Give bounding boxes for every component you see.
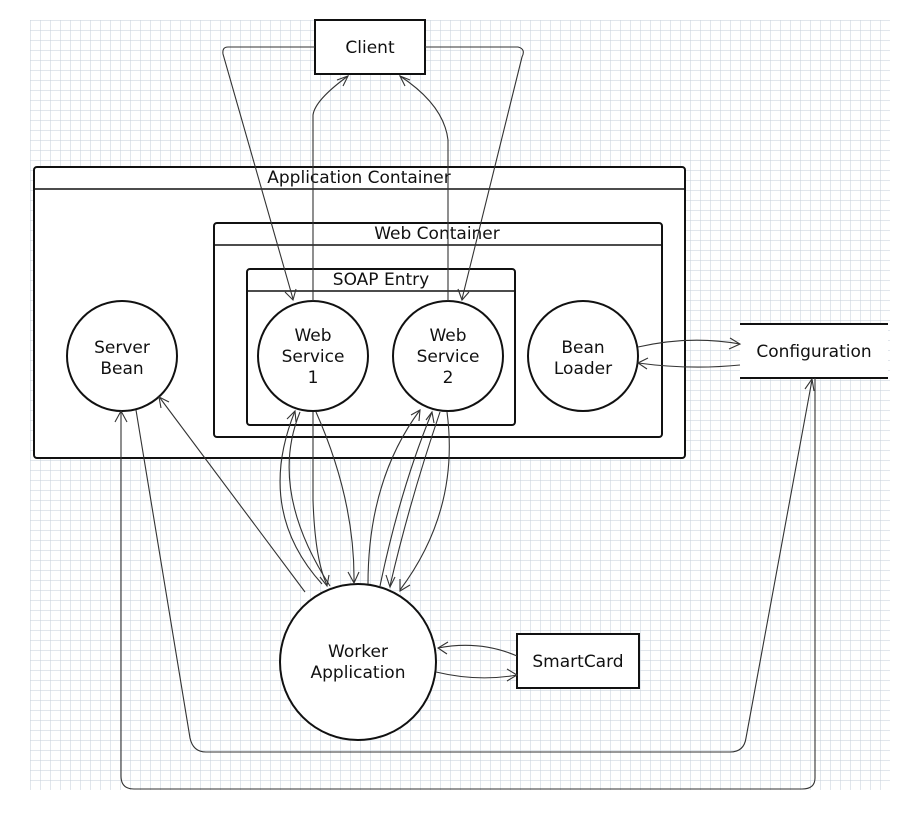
- worker-application-node[interactable]: Worker Application: [279, 583, 437, 741]
- edge-worker-ws1-a: [279, 410, 323, 585]
- edge-worker-ws1-d: [315, 411, 355, 583]
- arrowhead-client-left: [336, 75, 350, 87]
- bean-loader-label-line1: Bean: [561, 338, 604, 358]
- client-node[interactable]: Client: [314, 19, 426, 75]
- edge-config-to-loader: [637, 362, 741, 368]
- edges: [114, 46, 816, 790]
- edge-worker-ws2-c: [389, 411, 441, 587]
- edge-client-to-ws2: [425, 46, 524, 300]
- server-bean-node[interactable]: Server Bean: [66, 300, 178, 412]
- server-bean-label-line1: Server: [94, 338, 150, 358]
- web-service-2-label-line1: Web: [429, 326, 466, 346]
- arrowhead-config-bottom: [804, 377, 815, 392]
- arrowhead-worker-ws2-c: [385, 574, 396, 589]
- edge-ws1-to-client: [312, 75, 349, 301]
- arrowhead-worker-ws1-c: [319, 574, 330, 588]
- arrowhead-worker-ws2-d: [399, 579, 411, 592]
- edge-worker-ws1-c: [312, 412, 328, 586]
- arrowhead-loader: [636, 357, 649, 370]
- arrowhead-config: [728, 337, 742, 350]
- arrowhead-client-right: [398, 74, 411, 87]
- edge-config-to-serverbean: [120, 378, 816, 790]
- web-service-1-label-line3: 1: [308, 368, 319, 388]
- smartcard-label: SmartCard: [532, 652, 623, 672]
- worker-application-label-line2: Application: [311, 663, 406, 683]
- edge-smartcard-to-worker: [437, 644, 518, 657]
- bean-loader-label-line2: Loader: [554, 359, 612, 379]
- edge-worker-to-smartcard: [435, 671, 518, 679]
- arrowhead-ws2-a: [410, 409, 421, 422]
- web-service-1-node[interactable]: Web Service 1: [257, 300, 369, 412]
- edge-worker-ws1-b: [288, 411, 331, 587]
- edge-worker-ws2-b: [379, 411, 433, 587]
- web-service-2-label-line3: 2: [443, 368, 454, 388]
- configuration-datastore[interactable]: Configuration: [740, 323, 888, 379]
- configuration-label: Configuration: [756, 342, 871, 362]
- edge-ws2-to-client: [399, 75, 449, 301]
- web-service-2-node[interactable]: Web Service 2: [392, 300, 504, 412]
- bean-loader-node[interactable]: Bean Loader: [527, 300, 639, 412]
- edge-worker-ws2-a: [367, 409, 421, 585]
- arrowhead-ws1-top: [284, 288, 297, 302]
- edge-loader-to-config: [637, 339, 741, 348]
- arrowhead-worker-right: [436, 641, 449, 655]
- worker-application-label-line1: Worker: [328, 642, 388, 662]
- edge-client-to-ws1: [222, 46, 315, 300]
- web-service-1-label-line2: Service: [282, 347, 345, 367]
- arrowhead-ws2-top: [457, 288, 470, 302]
- web-service-2-label-line2: Service: [417, 347, 480, 367]
- server-bean-label-line2: Bean: [100, 359, 143, 379]
- arrowhead-serverbean-bottom: [114, 409, 128, 423]
- edge-serverbean-to-config: [135, 379, 813, 753]
- arrowhead-ws2-b: [425, 410, 435, 424]
- application-container-title: Application Container: [267, 168, 450, 188]
- arrowhead-ws1-a: [286, 409, 297, 423]
- web-service-1-label-line1: Web: [294, 326, 331, 346]
- client-label: Client: [345, 38, 395, 58]
- smartcard-node[interactable]: SmartCard: [516, 633, 640, 689]
- web-container-title: Web Container: [374, 224, 500, 244]
- soap-entry-title: SOAP Entry: [333, 270, 429, 290]
- arrowhead-worker-ws1-d: [347, 571, 360, 585]
- edge-worker-to-serverbean: [159, 397, 306, 593]
- edge-worker-ws2-d: [399, 411, 450, 591]
- arrowhead-smartcard: [506, 668, 519, 682]
- arrowhead-serverbean-a: [158, 396, 170, 409]
